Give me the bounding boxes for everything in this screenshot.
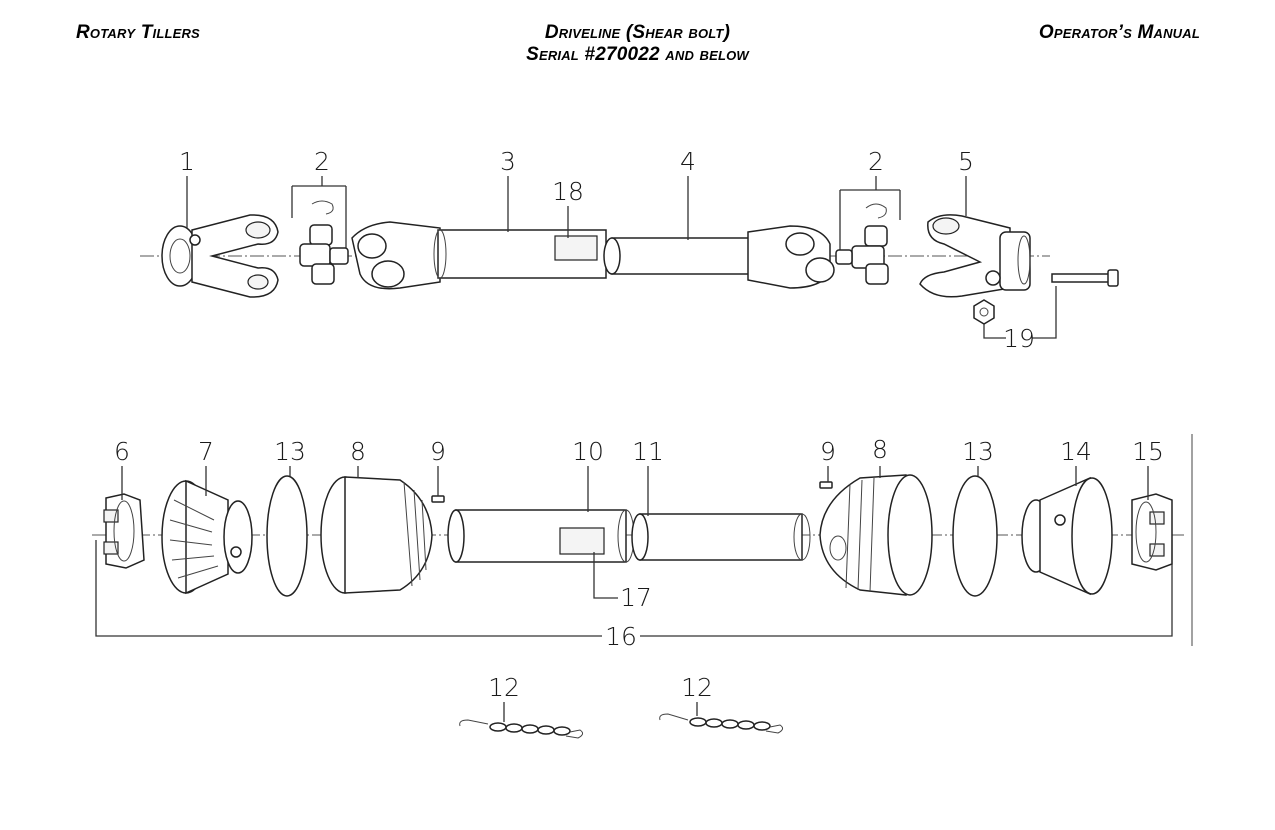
part-5-shear-bolt-yoke xyxy=(919,214,1031,298)
callout-13b: 13 xyxy=(962,437,994,466)
part-8-guard-cone-right xyxy=(819,474,933,596)
callout-13a: 13 xyxy=(274,437,306,466)
part-2-cross-kit-right xyxy=(835,189,901,285)
callout-17: 17 xyxy=(620,583,652,612)
callout-3: 3 xyxy=(500,147,516,176)
callout-1: 1 xyxy=(179,147,195,176)
callout-18: 18 xyxy=(552,177,584,206)
part-1-yoke xyxy=(161,214,279,298)
part-8-guard-cone-left xyxy=(320,476,433,594)
header-right-title: Operator’s Manual xyxy=(1038,22,1200,43)
callout-9b: 9 xyxy=(820,437,836,466)
part-19-bolt-and-nut xyxy=(973,269,1119,325)
callout-10: 10 xyxy=(572,437,604,466)
part-15-bearing-ring xyxy=(1131,493,1173,571)
part-12-safety-chain-right xyxy=(659,713,784,734)
part-13-ring-left xyxy=(266,475,308,597)
callout-12a: 12 xyxy=(488,673,520,702)
part-2-cross-kit-left xyxy=(291,185,349,285)
callout-5: 5 xyxy=(958,147,974,176)
part-12-safety-chain-left xyxy=(459,719,584,739)
header-left-title: Rotary Tillers xyxy=(76,22,200,43)
part-13-ring-right xyxy=(952,475,998,597)
part-7-guard-cone-left xyxy=(161,479,253,595)
callout-16: 16 xyxy=(605,622,637,651)
part-9-screw-left xyxy=(431,495,445,503)
callout-9a: 9 xyxy=(430,437,446,466)
leader-16a xyxy=(95,540,602,637)
callout-2b: 2 xyxy=(868,147,884,176)
part-10-outer-guard-tube xyxy=(447,509,635,563)
callout-15: 15 xyxy=(1132,437,1164,466)
callout-14: 14 xyxy=(1060,437,1092,466)
callout-8a: 8 xyxy=(350,437,366,466)
header-center-line1: Driveline (Shear bolt) xyxy=(544,22,731,43)
part-9-screw-right xyxy=(819,481,833,489)
part-4-inner-half xyxy=(603,225,835,289)
part-6-bearing-ring xyxy=(103,493,145,569)
callout-6: 6 xyxy=(114,437,130,466)
part-14-guard-cone-right xyxy=(1021,476,1113,596)
part-11-inner-guard-tube xyxy=(631,513,811,561)
callout-8b: 8 xyxy=(872,435,888,464)
callout-4: 4 xyxy=(680,147,696,176)
callout-7: 7 xyxy=(198,437,214,466)
callout-2a: 2 xyxy=(314,147,330,176)
leader-17 xyxy=(593,552,618,599)
header-center-title: Driveline (Shear bolt) Serial #270022 an… xyxy=(0,22,1275,66)
header-center-line2: Serial #270022 and below xyxy=(526,44,749,65)
callout-12b: 12 xyxy=(681,673,713,702)
leader-19b xyxy=(1032,286,1057,339)
leader-19a xyxy=(983,324,1006,339)
callout-11: 11 xyxy=(632,437,664,466)
callout-19: 19 xyxy=(1003,324,1035,353)
leader-16b xyxy=(640,540,1173,637)
